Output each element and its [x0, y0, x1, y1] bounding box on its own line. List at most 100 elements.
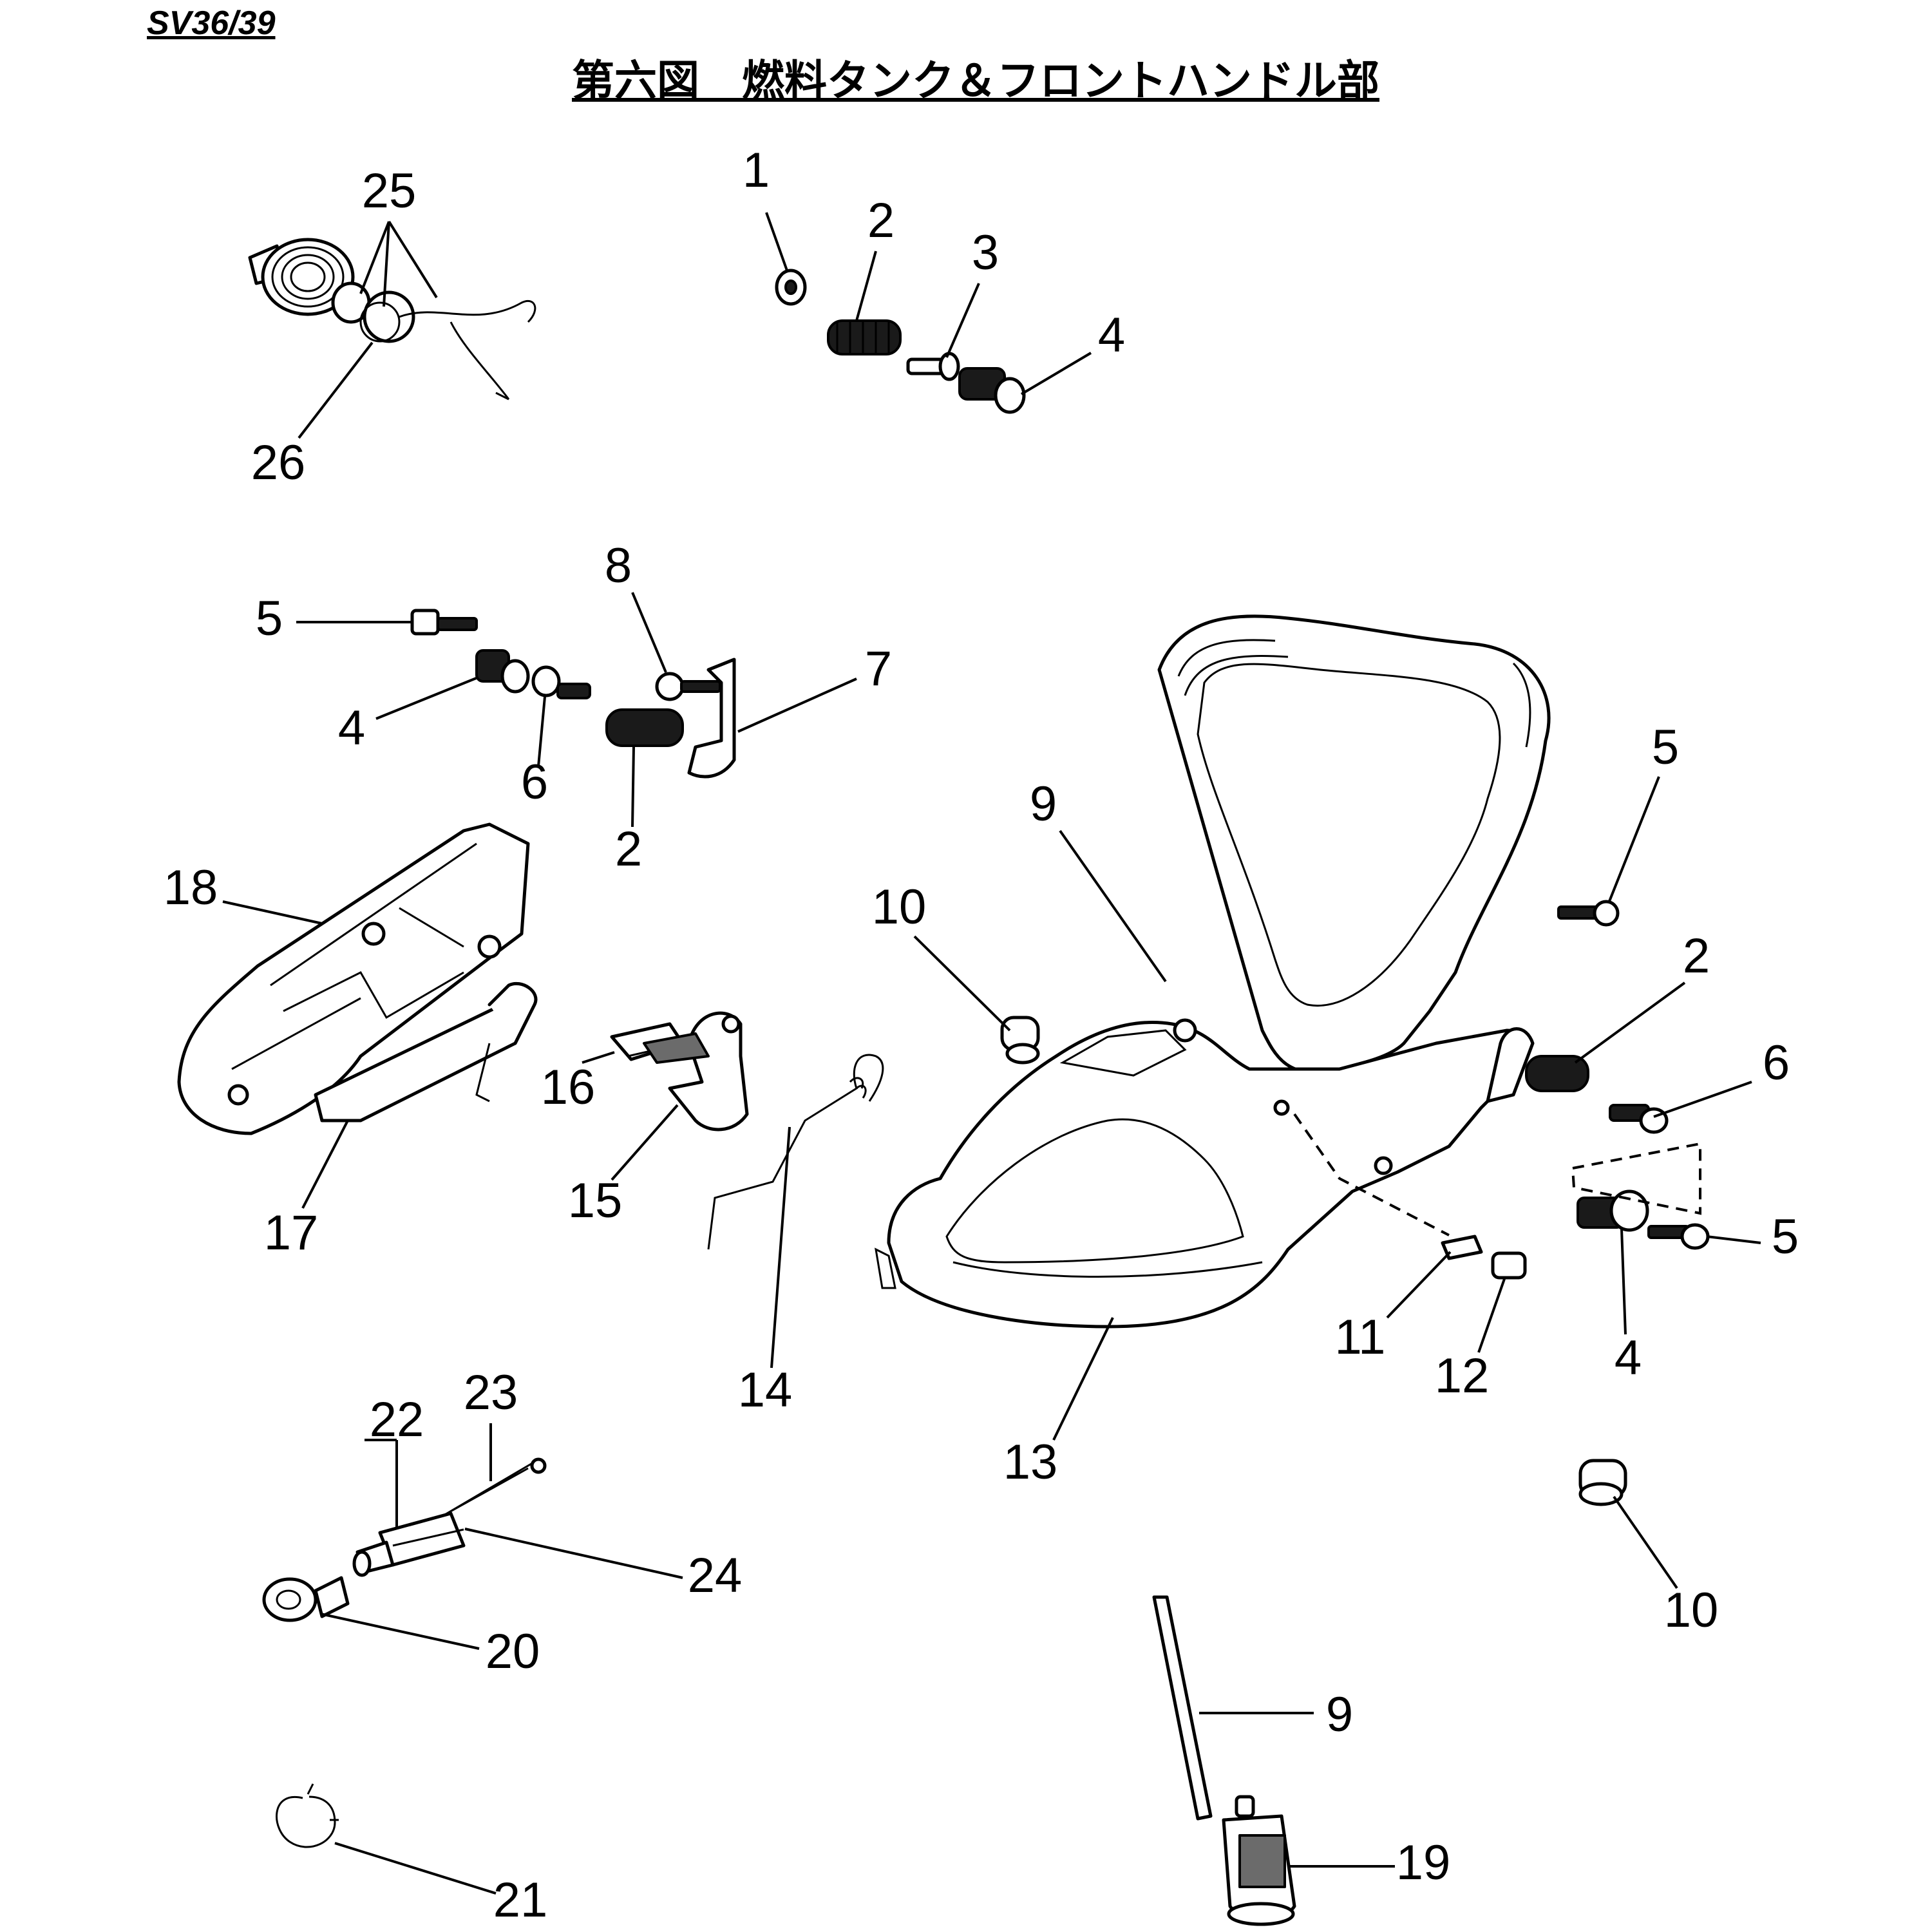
adjuster-screw-part-b: [1609, 1104, 1669, 1134]
callout-label-c13: 13: [1003, 1435, 1058, 1490]
leader-line-c14: [770, 1126, 791, 1368]
model-number: SV36/39: [147, 5, 276, 42]
adjuster-screw-part: [531, 665, 591, 699]
assembly-outline-dashed: [1571, 1142, 1701, 1215]
leader-line-c10b: [1613, 1495, 1678, 1589]
callout-label-c11: 11: [1335, 1310, 1386, 1365]
spring-part-c: [1525, 1055, 1589, 1092]
leader-line-c2a: [855, 251, 877, 321]
callout-label-c2c: 2: [1683, 929, 1710, 983]
fuel-tank-housing-part: [875, 1018, 1535, 1329]
leader-line-c24: [464, 1528, 683, 1579]
callout-label-c17: 17: [264, 1206, 319, 1260]
fuel-filter-part: [1222, 1795, 1296, 1926]
callout-label-c5b: 5: [1652, 720, 1679, 775]
callout-label-c12: 12: [1435, 1349, 1490, 1403]
leader-line-c16: [582, 1051, 615, 1064]
callout-label-c10a: 10: [872, 880, 927, 934]
leader-line-c4c: [1620, 1228, 1627, 1335]
hose-clamp-part: [276, 1783, 339, 1848]
nut-part-c: [1577, 1189, 1649, 1232]
callout-label-c21: 21: [493, 1873, 548, 1927]
leader-line-c1: [765, 212, 788, 271]
leader-line-c5b: [1607, 776, 1660, 904]
leader-line-c7: [737, 677, 857, 733]
callout-label-c6b: 6: [1763, 1036, 1790, 1090]
callout-label-c19: 19: [1396, 1835, 1451, 1890]
leader-line-c3: [945, 283, 980, 358]
leader-line-c13: [1052, 1317, 1114, 1441]
nut-part-b: [475, 649, 530, 694]
callout-label-c20: 20: [486, 1624, 540, 1679]
callout-label-c15: 15: [568, 1173, 623, 1228]
leader-line-c8: [631, 592, 667, 673]
callout-label-c4c: 4: [1615, 1331, 1642, 1385]
bolt-part: [410, 609, 478, 636]
callout-label-c2a: 2: [867, 193, 895, 248]
diagram-title: 第六図 燃料タンク＆フロントハンドル部: [572, 56, 1379, 106]
leader-line-c10a: [913, 935, 1011, 1032]
callout-label-c8: 8: [605, 538, 632, 593]
callout-label-c18: 18: [164, 860, 218, 915]
callout-label-c3: 3: [972, 225, 999, 280]
callout-label-c24: 24: [688, 1548, 743, 1603]
callout-label-c7: 7: [865, 641, 892, 696]
hose-part: [378, 1511, 466, 1567]
front-handle-part: [1157, 614, 1551, 1074]
breather-part: [352, 1540, 395, 1577]
leader-line-c20: [320, 1613, 480, 1650]
callout-label-c9a: 9: [1030, 777, 1057, 831]
pin-part-b: [1441, 1235, 1483, 1260]
leader-line-c4a: [1020, 352, 1092, 395]
leader-line-c11: [1386, 1251, 1452, 1319]
wire-spring-part: [707, 1054, 884, 1250]
leader-line-c6a: [537, 696, 546, 767]
leader-line-c18: [222, 900, 323, 925]
bolt-part-d: [1647, 1223, 1710, 1250]
callout-label-c16: 16: [541, 1060, 596, 1115]
fuel-cap-part: [248, 238, 536, 401]
callout-label-c6a: 6: [521, 755, 548, 810]
leader-line-c2b: [631, 746, 635, 828]
tank-grommet-part: [262, 1576, 350, 1622]
spring-part-b: [605, 708, 684, 747]
callout-label-c25: 25: [362, 164, 417, 218]
callout-label-c23: 23: [464, 1365, 518, 1420]
callout-label-c22: 22: [370, 1392, 424, 1447]
leader-line-c6b: [1653, 1081, 1752, 1118]
sleeve-part: [1491, 1251, 1527, 1280]
handle-cover-part: [177, 822, 530, 1135]
leader-line-c15: [611, 1104, 679, 1181]
bolt-part-c: [1557, 900, 1620, 927]
callout-label-c5a: 5: [256, 591, 283, 646]
spring-part: [827, 319, 902, 355]
fuel-cap-gasket-part: [359, 301, 401, 343]
fuel-tube-part: [1152, 1595, 1213, 1821]
lever-plate-part: [643, 1011, 749, 1132]
callout-label-c10b: 10: [1664, 1583, 1719, 1638]
callout-label-c5c: 5: [1772, 1209, 1799, 1264]
washer-part: [775, 269, 807, 306]
leader-line-c12: [1477, 1278, 1506, 1353]
leader-line-c5c: [1706, 1235, 1761, 1244]
leader-line-c25: [388, 220, 438, 299]
leader-line-c25: [383, 221, 390, 307]
leader-line-c25: [359, 221, 390, 294]
assembly-guide-dashed: [1293, 1113, 1450, 1236]
grommet-part-b: [1578, 1459, 1627, 1506]
callout-label-c9b: 9: [1326, 1687, 1353, 1742]
pin-part: [906, 352, 960, 381]
leader-line-c21: [334, 1842, 497, 1895]
grommet-part: [1000, 1016, 1040, 1065]
nut-part: [958, 367, 1026, 414]
leader-line-c2c: [1574, 981, 1686, 1064]
callout-label-c1: 1: [743, 143, 770, 198]
callout-label-c14: 14: [738, 1363, 793, 1417]
throttle-lever-part: [314, 981, 538, 1122]
callout-label-c4a: 4: [1098, 308, 1125, 363]
leader-line-c26: [298, 341, 374, 439]
leader-line-c4b: [375, 676, 478, 720]
leader-line-c9a: [1059, 829, 1167, 983]
callout-label-c2b: 2: [615, 822, 642, 876]
